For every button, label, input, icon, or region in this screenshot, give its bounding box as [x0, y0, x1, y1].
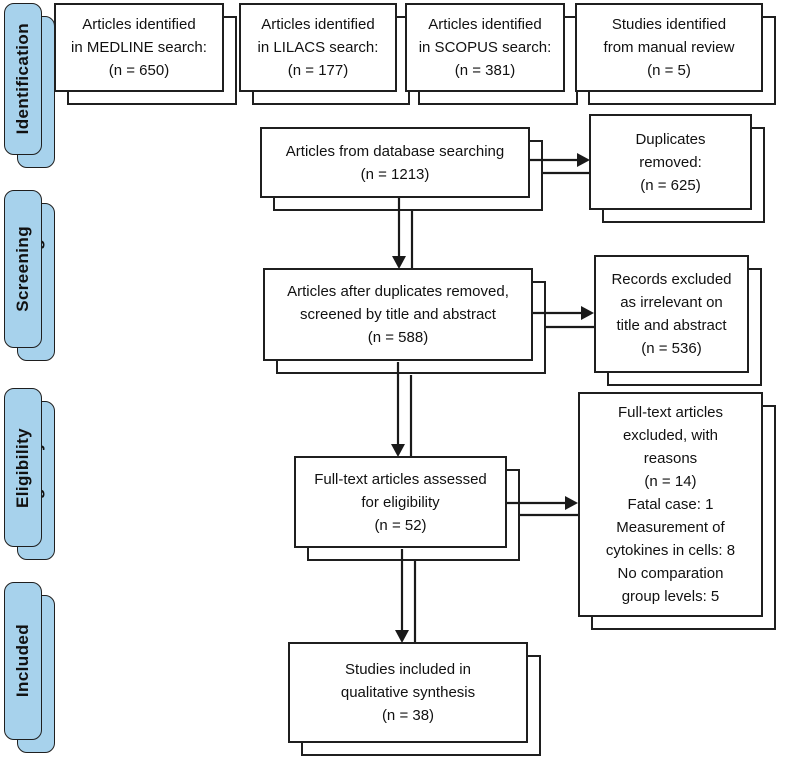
stage-identification: Identification Identification — [4, 3, 55, 168]
box-lilacs-text: Articles identified in LILACS search: (n… — [257, 16, 379, 79]
box-records-excluded: Records excluded as irrelevant on title … — [594, 255, 762, 386]
arrow-fulltext-to-included — [395, 549, 417, 643]
box-duplicates-removed-text: Duplicates removed: (n = 625) — [635, 130, 706, 194]
stage-screening-label: Screening — [13, 226, 32, 312]
arrow-database-to-screened — [392, 198, 414, 269]
box-medline: Articles identified in MEDLINE search: (… — [54, 3, 237, 105]
box-fulltext-assessed-text: Full-text articles assessed for eligibil… — [314, 470, 487, 534]
box-database-search-text: Articles from database searching (n = 12… — [285, 142, 505, 183]
box-database-search: Articles from database searching (n = 12… — [260, 127, 543, 211]
arrow-screened-to-records-excluded — [533, 306, 594, 329]
box-medline-text: Articles identified in MEDLINE search: (… — [71, 16, 207, 79]
arrow-screened-to-fulltext — [391, 362, 413, 457]
box-screened-text: Articles after duplicates removed, scree… — [287, 283, 509, 346]
box-fulltext-excluded-text: Full-text articles excluded, with reason… — [605, 404, 736, 605]
box-included-qualitative: Studies included in qualitative synthesi… — [288, 642, 541, 756]
stage-identification-label: Identification — [13, 23, 32, 135]
box-fulltext-assessed: Full-text articles assessed for eligibil… — [294, 456, 520, 561]
box-manual-review: Studies identified from manual review (n… — [575, 3, 776, 105]
arrow-fulltext-to-fulltext-excluded — [507, 496, 578, 517]
box-lilacs: Articles identified in LILACS search: (n… — [239, 3, 410, 105]
stage-included: Included Included — [4, 582, 55, 753]
stage-included-label: Included — [13, 624, 32, 698]
box-duplicates-removed: Duplicates removed: (n = 625) — [589, 114, 765, 223]
box-scopus: Articles identified in SCOPUS search: (n… — [405, 3, 578, 105]
box-records-excluded-text: Records excluded as irrelevant on title … — [611, 271, 732, 357]
arrow-database-to-duplicates — [530, 153, 590, 175]
box-included-qualitative-text: Studies included in qualitative synthesi… — [340, 661, 476, 724]
stage-eligibility-label: Eligibility — [13, 427, 32, 508]
box-screened: Articles after duplicates removed, scree… — [263, 268, 546, 374]
box-manual-review-text: Studies identified from manual review (n… — [603, 16, 735, 79]
box-fulltext-excluded: Full-text articles excluded, with reason… — [578, 392, 776, 630]
stage-screening: Screening Screening — [4, 190, 55, 361]
stage-eligibility: Eligibility Eligibility — [4, 388, 55, 560]
box-scopus-text: Articles identified in SCOPUS search: (n… — [418, 16, 552, 79]
